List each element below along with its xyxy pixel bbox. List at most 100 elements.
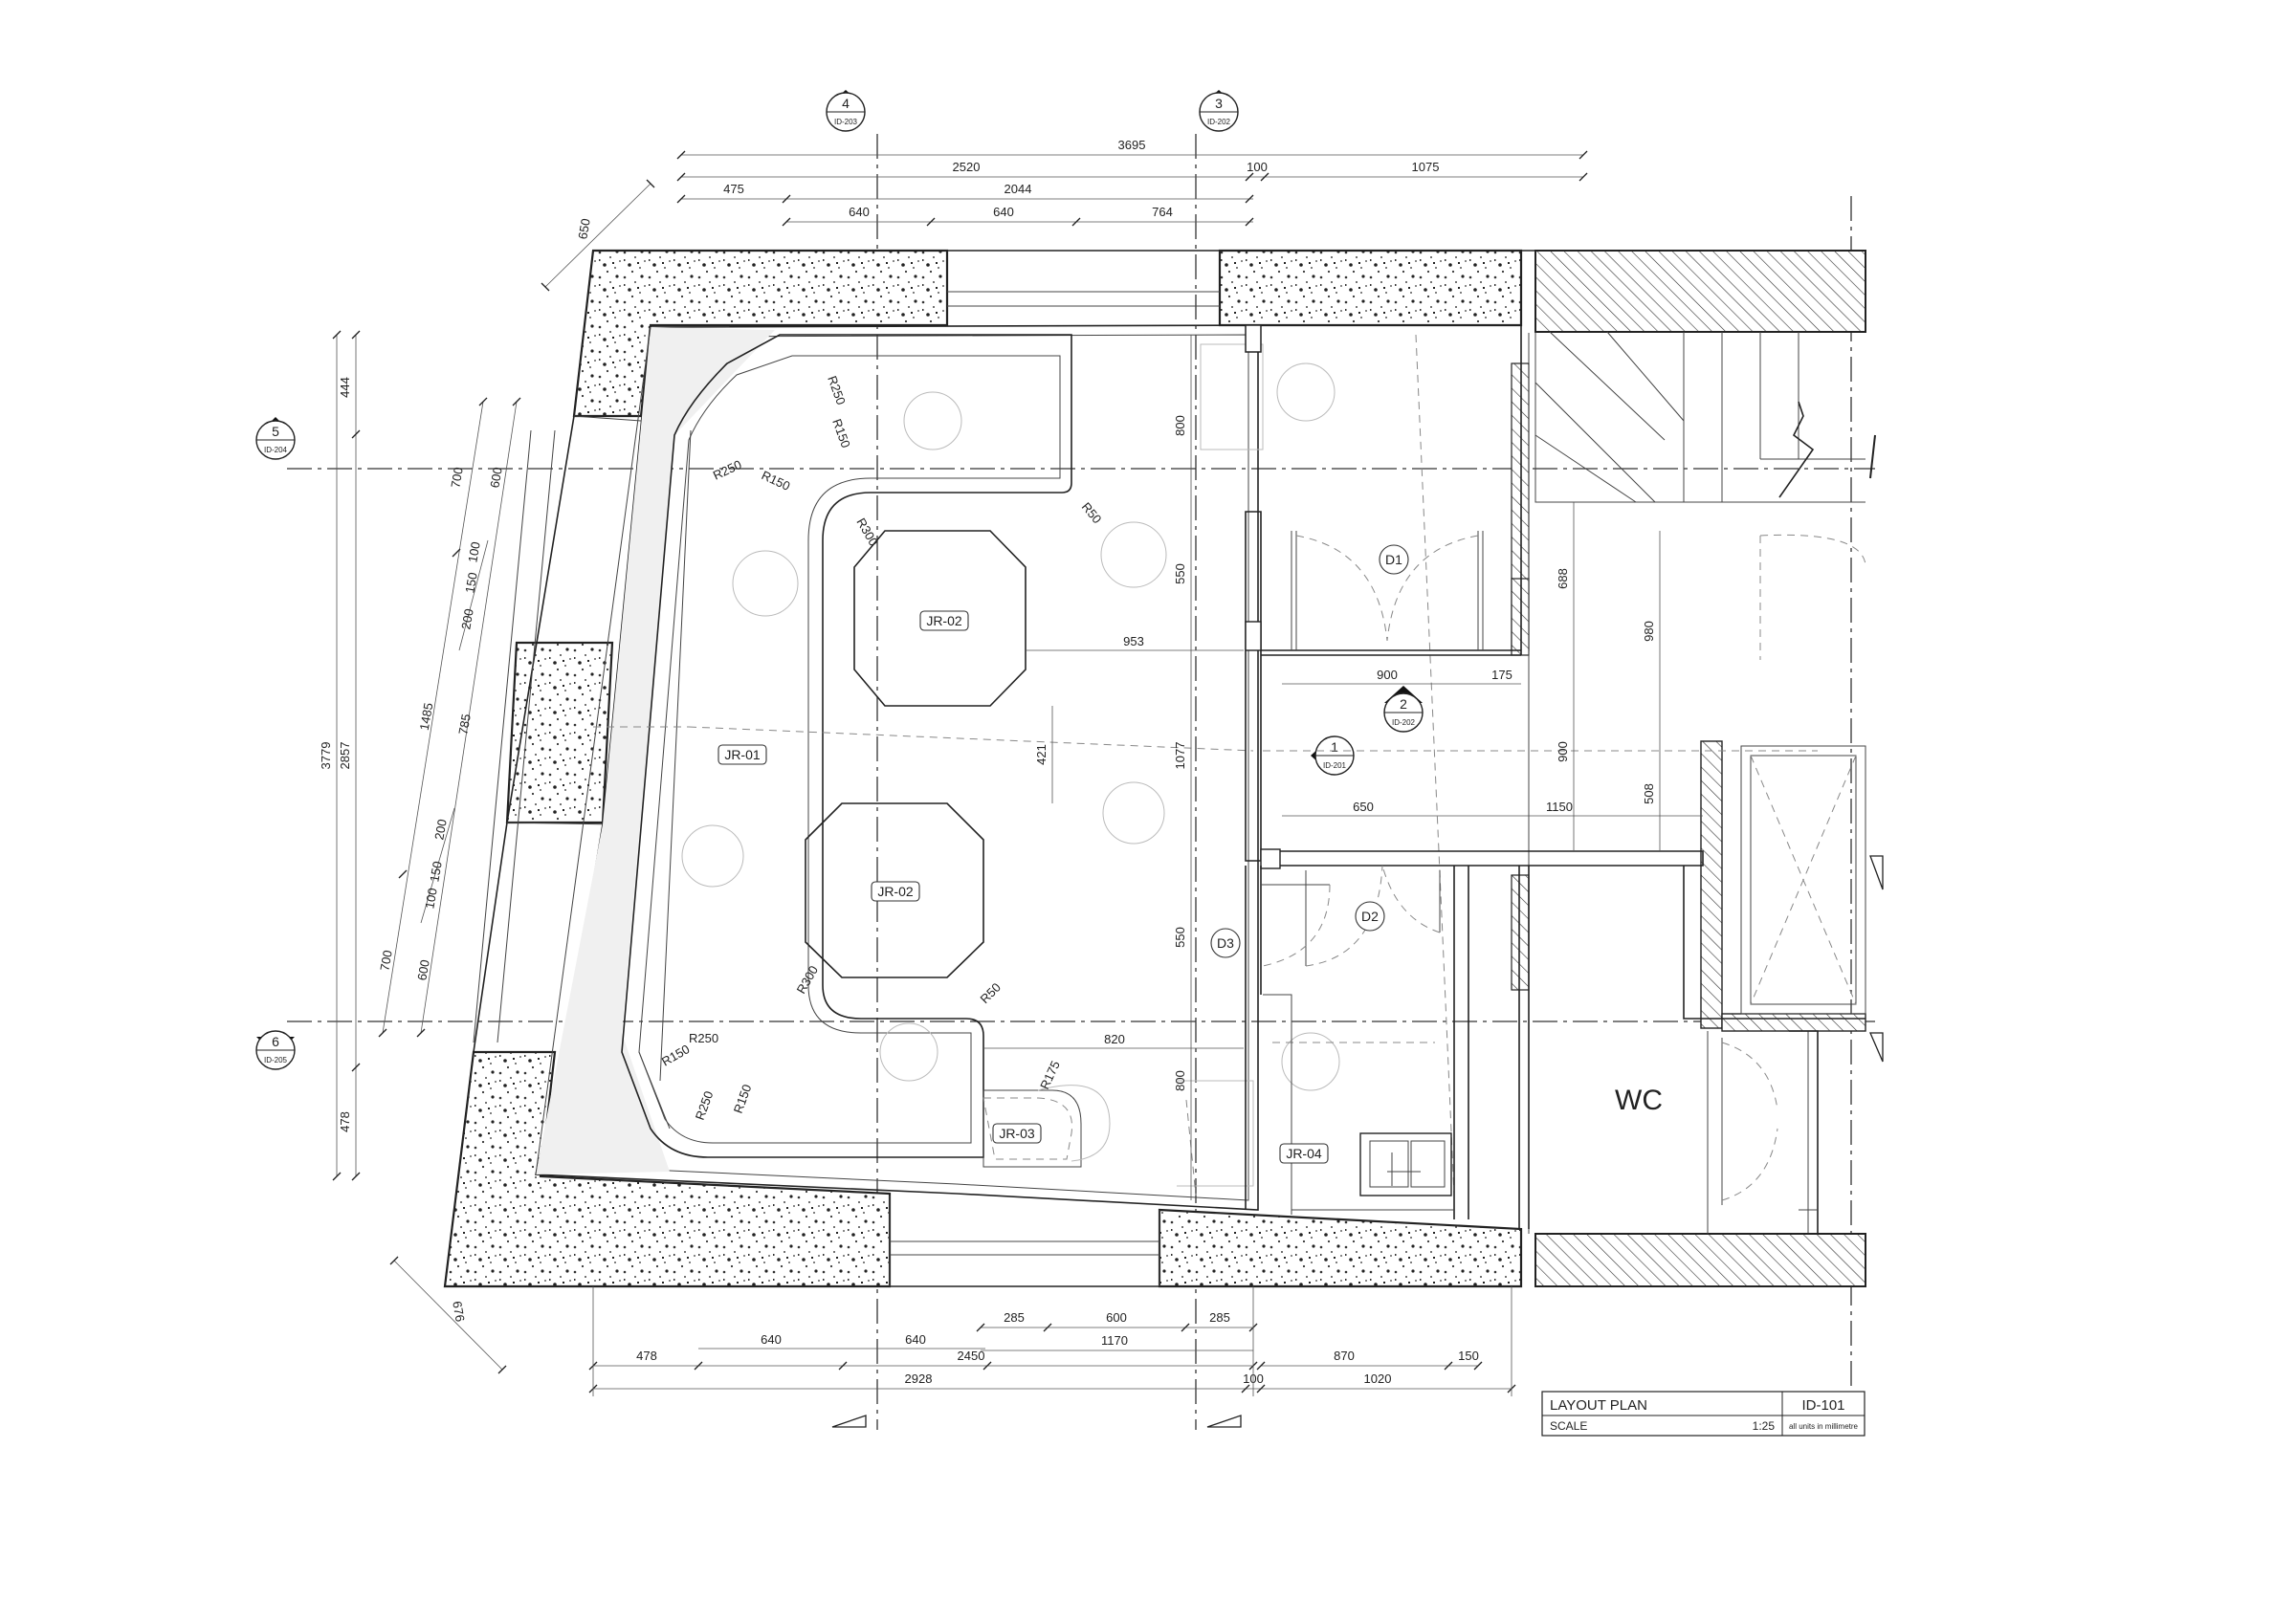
title-block-title: LAYOUT PLAN bbox=[1550, 1397, 1647, 1414]
bottom-dimensions: 285 600 285 1170 478 640 640 2450 870 15… bbox=[389, 1256, 1516, 1396]
dim-text: 1077 bbox=[1173, 742, 1187, 770]
unit-jr-03[interactable] bbox=[982, 1085, 1111, 1168]
dim-text: 953 bbox=[1123, 634, 1144, 648]
reference-dash-lines bbox=[593, 334, 1818, 1196]
door-d3[interactable]: D3 bbox=[1210, 884, 1331, 967]
unit-jr-04[interactable] bbox=[1291, 995, 1454, 1211]
radius-label: R250 bbox=[693, 1089, 717, 1122]
dim-text: 3779 bbox=[319, 742, 333, 770]
dim-text: 700 bbox=[448, 466, 466, 489]
dim-text: 700 bbox=[377, 949, 395, 972]
grid-bubble-6[interactable]: 6 ID-205 bbox=[255, 1030, 296, 1070]
dim-text: 980 bbox=[1642, 621, 1656, 642]
dim-text: 475 bbox=[723, 182, 744, 196]
tag-label: JR-04 bbox=[1286, 1146, 1322, 1161]
dim-text: 785 bbox=[455, 713, 474, 735]
dim-text: 820 bbox=[1104, 1032, 1125, 1046]
dim-text: 150 bbox=[427, 860, 445, 883]
dim-text: 508 bbox=[1642, 783, 1656, 804]
dim-text: 688 bbox=[1556, 568, 1570, 589]
banquette-jr-01[interactable] bbox=[621, 334, 1072, 1158]
tag-label: JR-03 bbox=[999, 1126, 1035, 1141]
grid-bubble-ref: ID-204 bbox=[264, 446, 288, 454]
title-block-drawing-no: ID-101 bbox=[1801, 1397, 1844, 1414]
title-block: LAYOUT PLAN ID-101 SCALE 1:25 all units … bbox=[1541, 1391, 1866, 1437]
door-d2[interactable]: D2 bbox=[1305, 865, 1441, 967]
dim-text: 900 bbox=[1556, 741, 1570, 762]
section-marker-num: 2 bbox=[1400, 696, 1407, 712]
dim-text: 444 bbox=[338, 377, 352, 398]
dim-text: 150 bbox=[462, 571, 480, 594]
tag-jr-02-bottom[interactable]: JR-02 bbox=[871, 881, 920, 902]
grid-bubble-num: 3 bbox=[1215, 96, 1223, 111]
grid-bubble-ref: ID-203 bbox=[834, 118, 858, 126]
grid-bubble-num: 6 bbox=[272, 1034, 279, 1049]
radius-label: R250 bbox=[825, 374, 849, 406]
radius-label: R250 bbox=[711, 457, 744, 483]
dim-text: 421 bbox=[1034, 744, 1049, 765]
grid-bubble-4[interactable]: 4 ID-203 bbox=[826, 90, 866, 132]
grid-bubble-3[interactable]: 3 ID-202 bbox=[1199, 90, 1239, 132]
dim-text: 650 bbox=[575, 217, 593, 240]
dim-text: 3695 bbox=[1118, 138, 1146, 152]
dim-text: 640 bbox=[761, 1332, 782, 1347]
dim-text: 640 bbox=[905, 1332, 926, 1347]
tag-jr-04[interactable]: JR-04 bbox=[1279, 1143, 1329, 1164]
dim-text: 1020 bbox=[1364, 1372, 1392, 1386]
tag-label: JR-02 bbox=[877, 884, 914, 899]
dim-text: 1075 bbox=[1412, 160, 1440, 174]
dim-text: 285 bbox=[1209, 1310, 1230, 1325]
top-dimensions: 3695 2520 100 1075 475 2044 640 640 764 … bbox=[541, 138, 1588, 292]
dim-text: 478 bbox=[338, 1111, 352, 1132]
dim-text: 900 bbox=[1377, 668, 1398, 682]
dim-text: 478 bbox=[636, 1349, 657, 1363]
title-block-scale: 1:25 bbox=[1753, 1419, 1776, 1433]
radius-label: R250 bbox=[689, 1031, 718, 1045]
radius-label: R50 bbox=[1079, 499, 1105, 526]
section-marker-2[interactable]: 2 ID-202 bbox=[1383, 686, 1424, 733]
dim-text: 800 bbox=[1173, 1070, 1187, 1091]
ghost-chairs bbox=[681, 343, 1340, 1187]
dim-text: 640 bbox=[993, 205, 1014, 219]
dim-text: 100 bbox=[465, 540, 483, 563]
staircase bbox=[1534, 331, 1876, 503]
tag-label: JR-01 bbox=[724, 747, 761, 762]
dim-text: 600 bbox=[487, 466, 505, 489]
tag-jr-03[interactable]: JR-03 bbox=[992, 1123, 1042, 1144]
dim-text: 800 bbox=[1173, 415, 1187, 436]
table-jr-02-bottom[interactable] bbox=[805, 802, 984, 978]
dim-text: 200 bbox=[458, 607, 476, 630]
dim-text: 550 bbox=[1173, 927, 1187, 948]
door-wc[interactable] bbox=[1721, 1038, 1778, 1205]
section-marker-1[interactable]: 1 ID-201 bbox=[1311, 735, 1355, 776]
table-jr-02-top[interactable] bbox=[853, 530, 1027, 707]
radius-label: R150 bbox=[659, 1042, 692, 1069]
dim-text: 640 bbox=[849, 205, 870, 219]
door-right bbox=[1759, 534, 1866, 660]
dim-text: 100 bbox=[1247, 160, 1268, 174]
radius-label: R175 bbox=[1037, 1059, 1063, 1092]
partition-walls bbox=[1245, 324, 1866, 1235]
grid-bubble-5[interactable]: 5 ID-204 bbox=[255, 417, 296, 460]
tag-jr-02-top[interactable]: JR-02 bbox=[919, 610, 969, 631]
dim-text: 150 bbox=[1458, 1349, 1479, 1363]
dim-text: 2520 bbox=[953, 160, 981, 174]
radius-label: R300 bbox=[794, 963, 822, 996]
dim-text: 1485 bbox=[417, 702, 436, 732]
dim-text: 600 bbox=[414, 958, 432, 981]
grid-bubble-ref: ID-205 bbox=[264, 1056, 288, 1064]
dim-text: 676 bbox=[450, 1300, 468, 1323]
dim-text: 650 bbox=[1353, 800, 1374, 814]
door-d1[interactable]: D1 bbox=[1291, 531, 1484, 650]
dim-text: 1170 bbox=[1101, 1333, 1128, 1348]
radius-label: R150 bbox=[829, 417, 853, 450]
title-block-scale-label: SCALE bbox=[1550, 1419, 1587, 1433]
grid-lines bbox=[287, 134, 1875, 1430]
tag-jr-01[interactable]: JR-01 bbox=[718, 744, 767, 765]
grid-bubble-num: 4 bbox=[842, 96, 850, 111]
dim-text: 870 bbox=[1334, 1349, 1355, 1363]
dim-text: 2928 bbox=[905, 1372, 933, 1386]
dim-text: 600 bbox=[1106, 1310, 1127, 1325]
section-marker-num: 1 bbox=[1331, 739, 1338, 755]
